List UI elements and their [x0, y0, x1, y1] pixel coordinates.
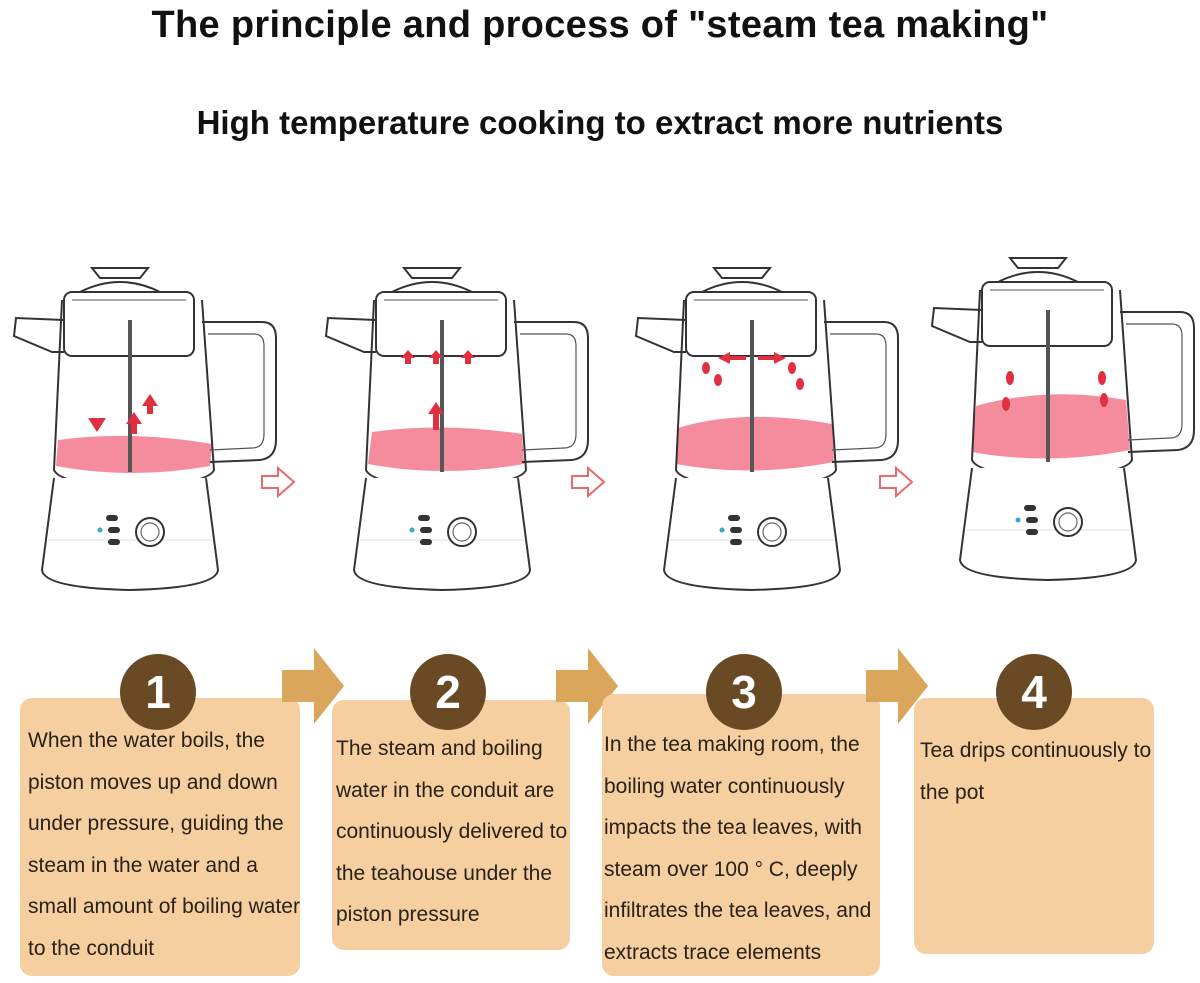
step-1-description: When the water boils, the piston moves u…	[28, 729, 300, 960]
step-card-4	[914, 698, 1154, 954]
step-4-description: Tea drips continuously to the pot	[920, 739, 1152, 804]
kettle-3	[634, 266, 900, 592]
step-number-badge: 3	[706, 654, 782, 730]
diagram-subtitle: High temperature cooking to extract more…	[196, 104, 1004, 141]
step-card-2	[332, 700, 570, 950]
kettle-1	[12, 266, 278, 592]
right-arrow-icon	[758, 352, 786, 364]
step-card-3	[602, 694, 880, 976]
step-arrow-icon	[282, 648, 344, 724]
step-2-description: The steam and boiling water in the condu…	[336, 737, 568, 926]
up-arrow-icon	[401, 350, 415, 364]
kettle-2	[324, 266, 590, 592]
step-card-1	[20, 698, 300, 976]
diagram-title: The principle and process of "steam tea …	[151, 4, 1049, 46]
step-arrow-icon	[866, 648, 928, 724]
kettle-4	[930, 256, 1196, 582]
left-arrow-icon	[718, 352, 746, 364]
step-number-badge: 1	[120, 654, 196, 730]
flow-arrow-icon	[571, 465, 606, 499]
up-arrow-icon	[429, 350, 443, 364]
flow-arrow-icon	[261, 465, 296, 499]
flow-arrow-icon	[879, 465, 914, 499]
up-arrow-icon	[126, 412, 142, 434]
up-arrow-icon	[142, 394, 158, 414]
step-3-description: In the tea making room, the boiling wate…	[604, 733, 872, 964]
step-number-badge: 2	[410, 654, 486, 730]
kettle-illustrations	[12, 256, 1196, 592]
down-arrow-icon	[88, 418, 106, 432]
step-number-badge: 4	[996, 654, 1072, 730]
up-arrow-icon	[461, 350, 475, 364]
up-arrow-icon	[428, 402, 444, 430]
